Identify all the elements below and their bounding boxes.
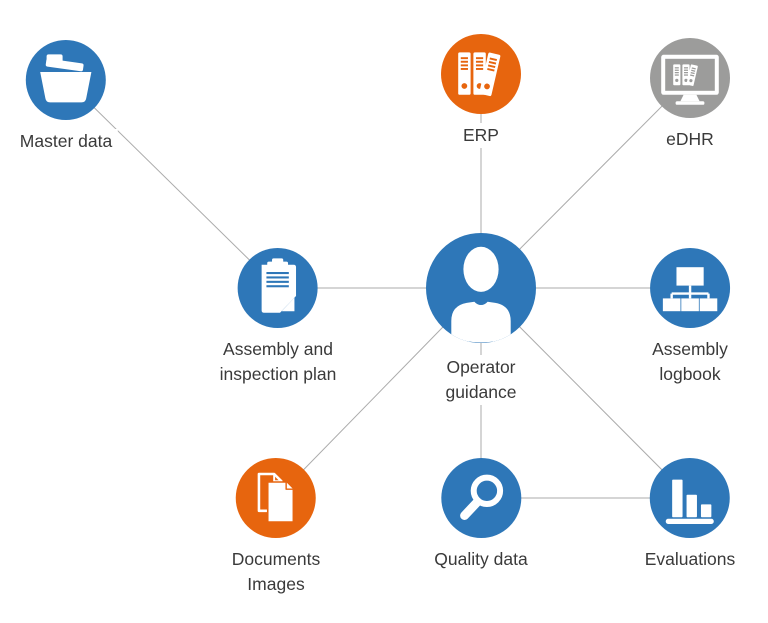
node-edhr: eDHR [650,38,730,152]
node-assembly-logbook: Assembly logbook [646,248,734,387]
node-label: Master data [13,129,119,154]
node-circle [441,34,521,114]
node-circle [649,458,730,538]
bar-chart-icon [665,479,714,524]
node-label: Documents Images [225,547,327,597]
node-operator-guidance: Operator guidance [426,233,536,405]
node-circle [650,38,730,118]
node-label: Quality data [428,547,534,572]
node-circle [426,233,536,343]
node-circle [238,248,318,328]
connector-master-data--assembly-inspection-plan [65,79,279,289]
folder-icon [40,54,92,103]
node-circle [440,458,521,538]
documents-icon [257,472,295,523]
node-quality-data: Quality data [428,458,534,572]
clipboard-icon [262,258,297,313]
node-evaluations: Evaluations [638,458,742,572]
binders-icon [458,52,501,97]
node-label: Assembly and inspection plan [213,337,343,387]
node-label: eDHR [660,127,720,152]
magnifier-icon [459,474,503,520]
node-master-data: Master data [13,40,119,154]
org-chart-icon [662,267,718,312]
node-erp: ERP [441,34,521,148]
node-label: Evaluations [638,547,742,572]
person-icon [451,246,511,343]
node-assembly-inspection-plan: Assembly and inspection plan [213,248,343,387]
node-label: Assembly logbook [646,337,734,387]
computer-monitor-icon [661,54,719,105]
node-label: Operator guidance [439,355,523,405]
node-circle [649,248,730,328]
node-documents-images: Documents Images [225,458,327,597]
node-label: ERP [457,123,505,148]
node-circle [26,40,106,120]
node-circle [235,458,316,538]
